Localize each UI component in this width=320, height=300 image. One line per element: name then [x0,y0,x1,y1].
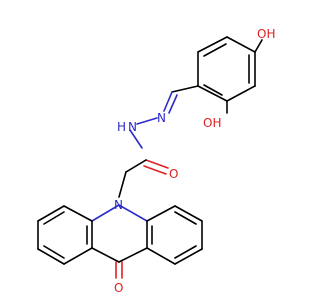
atom-label-imine-n: N [157,111,166,125]
dihydroxyphenyl-ring [197,36,256,102]
atom-label-ring-n: N [114,198,123,212]
atom-label-amide-o: O [169,167,178,181]
atom-label-hydroxyl-top: OH [257,27,275,41]
bond-ch-n-double-b [168,94,178,114]
atom-label-hydroxyl-bottom: OH [203,116,221,130]
bond-ch-n-double-a [163,91,173,112]
atom-label-amide-h: H [117,120,126,134]
bond-ring-ch [171,85,199,93]
bond-co-double-b [143,165,167,175]
acridone-core [37,204,203,265]
bond-nh-carbonyl [129,129,143,149]
atom-label-ketone-o: O [114,281,123,295]
bond-carbonyl-ch2 [125,159,147,173]
molecule-structure: OH OH N H N O N O [37,27,275,295]
bond-oh-top [254,39,263,53]
atom-label-amide-n: N [128,120,137,134]
bond-co-double-a [145,159,169,169]
bond-ch2-ringn [118,171,127,198]
bond-n-n [136,117,158,125]
